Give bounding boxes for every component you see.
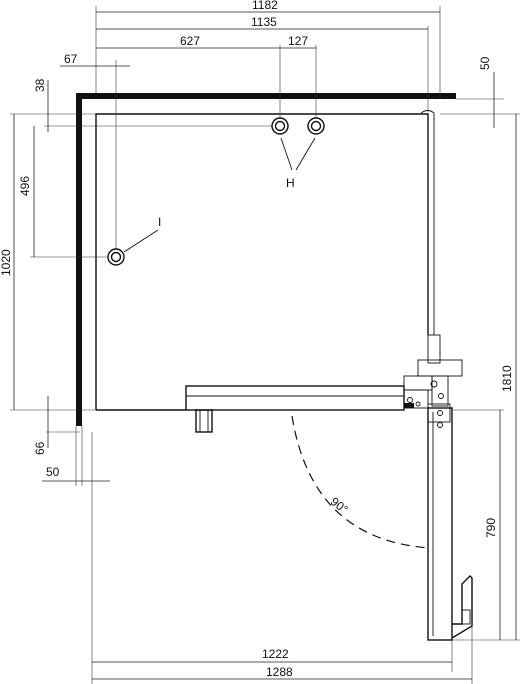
dim-sill-offset: 66 (33, 441, 47, 455)
walls (76, 93, 456, 426)
dim-base-width: 1222 (262, 647, 289, 661)
valve-outlets: H (271, 117, 325, 190)
dim-overall-wall-width: 1182 (252, 0, 278, 12)
valve-label: H (286, 176, 295, 190)
dim-door-width: 790 (484, 518, 498, 538)
top-dimensions: 1182 1135 627 127 67 (60, 0, 441, 250)
panel-support-foot (195, 409, 213, 433)
right-dimensions: 50 1810 790 (440, 56, 520, 641)
door-handle (451, 575, 473, 639)
drain-label: I (158, 215, 161, 229)
hinge-assembly (403, 334, 463, 423)
valve-right-inner (310, 120, 322, 132)
valve-left-outer (271, 117, 289, 135)
valve-right-outer (307, 117, 325, 135)
door-leaf (427, 407, 453, 641)
bottom-dimensions: 1222 1288 (91, 432, 473, 684)
dim-drain-offset-x: 67 (64, 52, 78, 66)
dim-total-depth: 1810 (500, 365, 514, 392)
tray-outline (95, 113, 429, 410)
valve-left-inner (274, 120, 286, 132)
dim-drain-offset-y: 496 (18, 176, 32, 196)
dim-valve-spacing: 127 (288, 34, 308, 48)
dim-valve-center: 627 (180, 34, 200, 48)
dim-overall-width: 1288 (266, 665, 293, 679)
fixed-glass-panel (185, 385, 405, 411)
left-dimensions: 38 496 1020 66 50 (0, 78, 272, 486)
dim-inner-width: 1135 (251, 15, 277, 29)
shower-enclosure (95, 110, 473, 641)
dim-valve-offset-top: 38 (33, 78, 47, 92)
drain-inner (110, 251, 122, 263)
dim-wall-thickness-top: 50 (478, 56, 492, 70)
door-swing-arc (291, 415, 431, 549)
door-swing: 90° (291, 415, 431, 549)
drain-outer (107, 248, 125, 266)
top-wall (76, 93, 456, 99)
profile-top-cap (420, 110, 435, 120)
dim-inner-depth: 1020 (0, 249, 13, 276)
left-wall (76, 93, 82, 426)
dim-wall-thickness-left: 50 (46, 465, 60, 479)
door-angle-label: 90° (328, 494, 351, 516)
